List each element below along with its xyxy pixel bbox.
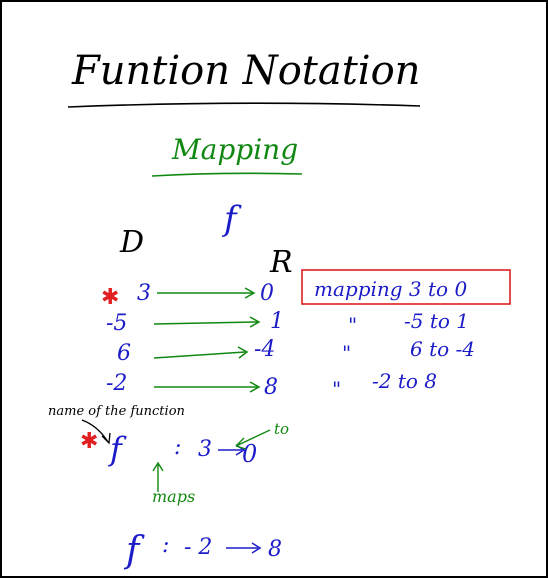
mapping-arrowhead-1	[244, 287, 256, 299]
notation-colon-2: :	[162, 533, 169, 558]
annotation-name-of-function: name of the function	[48, 404, 185, 419]
range-value-4: 8	[264, 375, 278, 400]
mapping-arrowhead-4	[249, 381, 261, 393]
domain-value-3: 6	[117, 341, 131, 366]
star-marker-2: ✱	[80, 429, 98, 454]
mapping-note-2: -5 to 1	[404, 309, 469, 333]
range-value-2: 1	[270, 309, 284, 334]
mapping-arrow-2	[153, 321, 258, 325]
notation-function-1: f	[108, 430, 127, 468]
mapping-note-1: mapping 3 to 0	[314, 277, 467, 301]
range-value-3: -4	[254, 337, 275, 362]
subtitle: Mapping	[171, 133, 298, 166]
notation-from-2: - 2	[184, 535, 212, 560]
domain-value-1: 3	[137, 281, 151, 306]
annotation-maps: maps	[152, 487, 195, 506]
mapping-arrowhead-3	[237, 346, 249, 359]
notation-to-1: 0	[242, 440, 257, 468]
function-symbol: f	[221, 199, 242, 239]
ditto-mark-2: "	[348, 313, 357, 337]
ditto-mark-3: "	[342, 341, 351, 365]
notation-to-2: 8	[268, 537, 282, 562]
domain-value-4: -2	[106, 371, 127, 396]
notation-from-1: 3	[198, 437, 212, 462]
mapping-arrowhead-2	[249, 316, 261, 328]
notation-colon-1: :	[174, 435, 181, 460]
mapping-note-3: 6 to -4	[410, 337, 475, 361]
star-marker: ✱	[101, 285, 119, 310]
title-underline	[67, 102, 421, 108]
highlight-box	[301, 269, 511, 305]
notation-function-2: f	[123, 530, 145, 571]
range-label: R	[269, 245, 293, 280]
annotation-to-arrow	[235, 429, 271, 450]
mapping-note-4: -2 to 8	[372, 369, 437, 393]
subtitle-underline	[151, 172, 303, 177]
ditto-mark-4: "	[332, 377, 341, 401]
page-title: Funtion Notation	[71, 48, 420, 94]
annotation-arrow	[81, 419, 111, 445]
domain-label: D	[119, 225, 144, 260]
mapping-arrow-3	[153, 351, 246, 359]
range-value-1: 0	[260, 281, 274, 306]
notation-arrowhead-2	[251, 542, 262, 554]
annotation-to: to	[274, 420, 289, 438]
domain-value-2: -5	[106, 311, 127, 336]
annotation-maps-arrow	[152, 461, 164, 492]
